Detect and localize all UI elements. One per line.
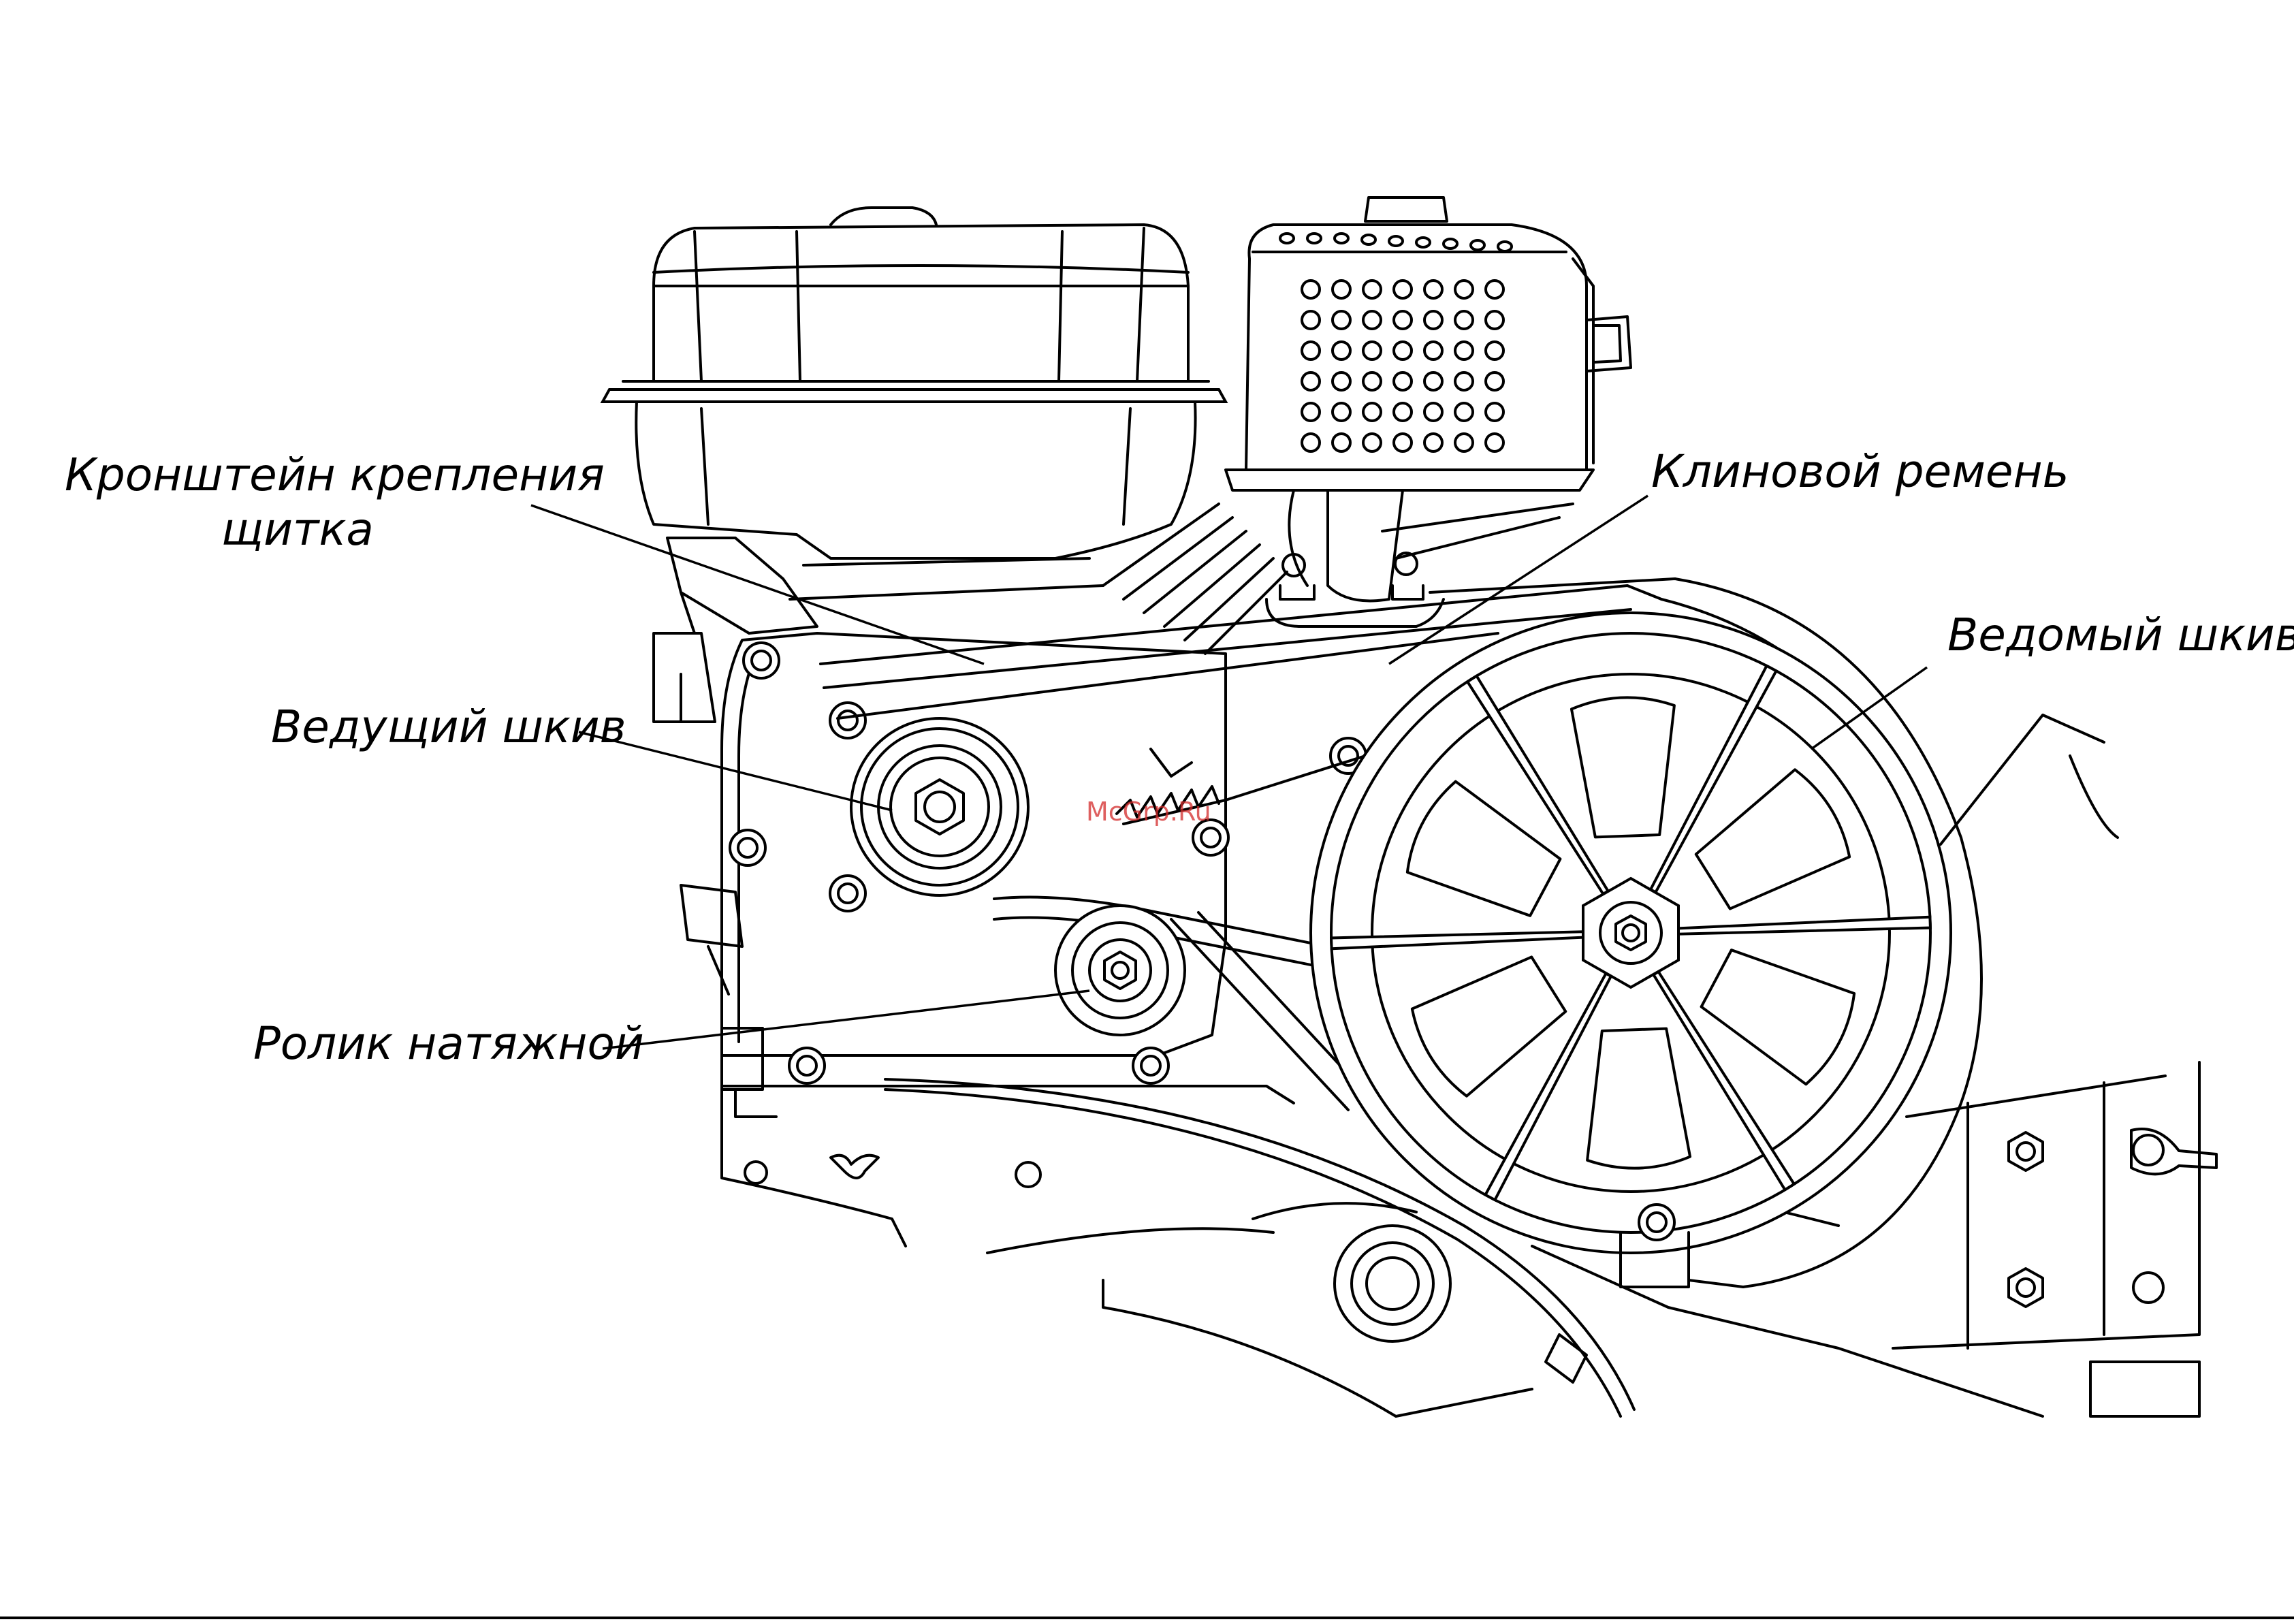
air-filter bbox=[1226, 197, 1631, 601]
watermark: McGrp.Ru bbox=[1086, 797, 1211, 827]
label-bracket-line2: щитка bbox=[221, 504, 374, 556]
label-bracket-line1: Кронштейн крепления bbox=[65, 449, 605, 501]
label-driven-pulley: Ведомый шкив bbox=[1947, 609, 2294, 661]
driven-pulley bbox=[1311, 579, 1981, 1287]
fuel-tank bbox=[603, 208, 1226, 558]
label-tension-roller: Ролик натяжной bbox=[253, 1018, 644, 1070]
tension-roller bbox=[1055, 906, 1185, 1035]
label-drive-pulley: Ведущий шкив bbox=[271, 701, 626, 753]
label-v-belt: Клиновой ремень bbox=[1651, 446, 2069, 498]
